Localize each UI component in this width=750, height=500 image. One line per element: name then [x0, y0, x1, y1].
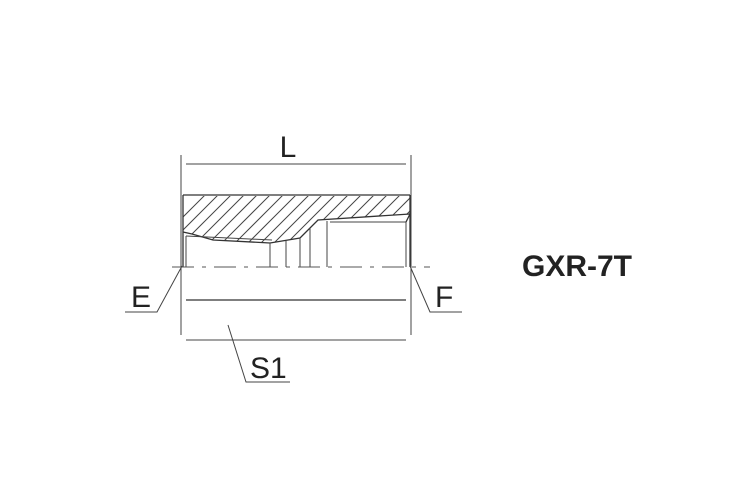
hatch-line	[183, 196, 211, 243]
length-dimension: L	[180, 131, 412, 335]
hatch-line	[266, 196, 328, 243]
hatch-line	[462, 190, 522, 250]
right-end-label: F	[435, 281, 453, 314]
hex-label: S1	[250, 352, 287, 385]
hex-leader-line	[227, 324, 290, 383]
right-end-callout: F	[409, 265, 462, 314]
hatch-line	[305, 196, 367, 243]
hatch-line	[423, 190, 483, 250]
hatch-line	[227, 196, 289, 243]
left-end-callout: E	[125, 265, 183, 314]
hatch-line	[318, 196, 380, 243]
fitting-body	[172, 190, 522, 301]
section-hatching	[183, 190, 522, 250]
hatch-line	[183, 196, 224, 243]
hatch-line	[383, 196, 410, 243]
right-end-leader-line	[409, 265, 462, 313]
length-label: L	[280, 131, 297, 164]
hatch-line	[331, 196, 393, 243]
hatch-line	[344, 196, 406, 243]
left-end-leader-line	[125, 265, 183, 313]
hatch-line	[370, 196, 410, 243]
model-code: GXR-7T	[522, 250, 632, 283]
left-end-label: E	[131, 281, 151, 314]
hatch-line	[436, 190, 496, 250]
hatch-line	[449, 190, 509, 250]
hatch-line	[240, 196, 302, 243]
hex-dimension: S1	[186, 324, 406, 385]
hatch-line	[409, 196, 410, 243]
hatch-line	[357, 196, 410, 243]
